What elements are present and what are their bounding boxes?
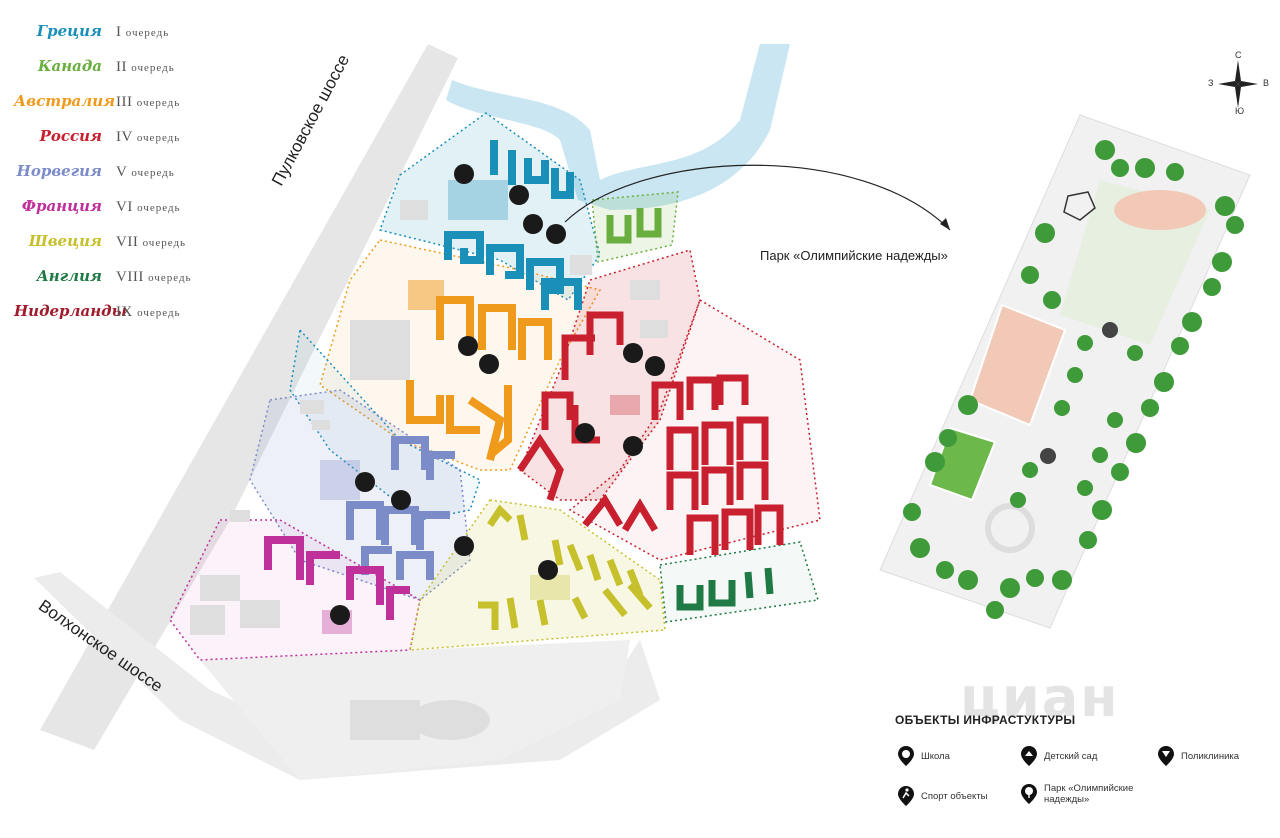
buildings-france (264, 536, 410, 634)
infrastructure-legend: ОБЪЕКТЫ ИНФРАСТУКТУРЫ Школа Детский сад … (895, 713, 1275, 833)
compass-south: Ю (1235, 106, 1245, 116)
legend-phase-suffix: ОЧЕРЕДЬ (136, 97, 181, 109)
buildings-australia (406, 280, 552, 461)
legend-phase-roman: II (116, 59, 127, 75)
sport-icon (898, 786, 914, 806)
legend-phase-name: Франция (21, 197, 102, 215)
legend-phase-name: Канада (37, 57, 102, 75)
legend-phase-number: III ОЧЕРЕДЬ (116, 94, 180, 111)
legend-phase-suffix: ОЧЕРЕДЬ (136, 132, 181, 144)
legend-phase-name: Англия (36, 267, 102, 285)
legend-phase-suffix: ОЧЕРЕДЬ (148, 272, 192, 284)
legend-phase-roman: VI (116, 199, 133, 215)
infra-item-kindergarten: Детский сад (1020, 745, 1154, 767)
infra-item-sport: Спорт объекты (897, 785, 1031, 807)
legend-phase-suffix: ОЧЕРЕДЬ (125, 27, 170, 39)
park-detail (879, 114, 1251, 629)
legend-phase-number: IX ОЧЕРЕДЬ (116, 304, 181, 321)
infra-label-park: Парк «Олимпийские надежды» (1044, 783, 1134, 805)
infra-item-clinic: Поликлиника (1157, 745, 1280, 767)
compass: С Ю З В (1206, 50, 1270, 116)
compass-east: В (1263, 78, 1270, 88)
legend-phase-roman: I (116, 24, 122, 40)
infra-item-park: Парк «Олимпийские надежды» (1020, 783, 1154, 805)
legend-phase-roman: V (116, 164, 128, 180)
infra-item-school: Школа (897, 745, 1031, 767)
legend-phase-name: Швеция (28, 232, 102, 250)
legend-row: Франция VI ОЧЕРЕДЬ (14, 197, 214, 232)
legend-phase-number: I ОЧЕРЕДЬ (116, 24, 169, 41)
legend-row: Норвегия V ОЧЕРЕДЬ (14, 162, 214, 197)
legend-phase-name: Нидерланды (14, 302, 127, 320)
surrounding-buildings (190, 200, 668, 740)
compass-west: З (1208, 78, 1214, 88)
park-arrow (564, 164, 951, 231)
infra-label-clinic: Поликлиника (1181, 750, 1240, 762)
legend-phase-number: II ОЧЕРЕДЬ (116, 59, 175, 76)
compass-icon (1218, 60, 1258, 108)
park-label: Парк «Олимпийские надежды» (760, 248, 948, 263)
buildings-norway (320, 436, 455, 580)
legend-row: Россия IV ОЧЕРЕДЬ (14, 127, 214, 162)
legend-phase-roman: VIII (116, 269, 144, 285)
legend-phase-roman: IX (116, 304, 133, 320)
legend-phase-roman: IV (116, 129, 133, 145)
school-icon (898, 746, 914, 766)
infra-label-school: Школа (921, 750, 950, 762)
buildings-canada (606, 208, 662, 244)
legend-phase-name: Греция (36, 22, 102, 40)
legend-phase-suffix: ОЧЕРЕДЬ (137, 202, 181, 214)
legend-phase-number: V ОЧЕРЕДЬ (116, 164, 175, 181)
clinic-icon (1158, 746, 1174, 766)
buildings-england (676, 567, 774, 611)
legend-phase-suffix: ОЧЕРЕДЬ (137, 307, 181, 319)
buildings-russia (517, 311, 784, 555)
infra-label-sport: Спорт объекты (921, 790, 988, 802)
legend-phase-name: Россия (39, 127, 102, 145)
legend-phase-suffix: ОЧЕРЕДЬ (131, 62, 175, 74)
legend-phase-roman: III (116, 94, 133, 110)
legend-phase-name: Норвегия (16, 162, 102, 180)
legend-phase-suffix: ОЧЕРЕДЬ (131, 167, 175, 179)
legend-phase-name: Австралия (14, 92, 116, 110)
buildings-greece (444, 140, 582, 310)
legend-phase-number: VII ОЧЕРЕДЬ (116, 234, 186, 251)
infrastructure-title: ОБЪЕКТЫ ИНФРАСТУКТУРЫ (895, 713, 1076, 727)
park-icon (1021, 784, 1037, 804)
legend-row: Канада II ОЧЕРЕДЬ (14, 57, 214, 92)
compass-north: С (1235, 50, 1242, 60)
legend-row: Швеция VII ОЧЕРЕДЬ (14, 232, 214, 267)
legend-row: Греция I ОЧЕРЕДЬ (14, 22, 214, 57)
legend-phase-number: IV ОЧЕРЕДЬ (116, 129, 180, 146)
infra-label-kindergarten: Детский сад (1044, 750, 1098, 762)
legend-phase-number: VIII ОЧЕРЕДЬ (116, 269, 192, 286)
legend-phase-roman: VII (116, 234, 139, 250)
kindergarten-icon (1021, 746, 1037, 766)
poi-markers (330, 164, 665, 625)
legend-phase-number: VI ОЧЕРЕДЬ (116, 199, 181, 216)
watermark: циан (960, 666, 1120, 729)
park-arrow-head (940, 218, 950, 230)
legend-row: Англия VIII ОЧЕРЕДЬ (14, 267, 214, 302)
legend-phase-suffix: ОЧЕРЕДЬ (142, 237, 187, 249)
